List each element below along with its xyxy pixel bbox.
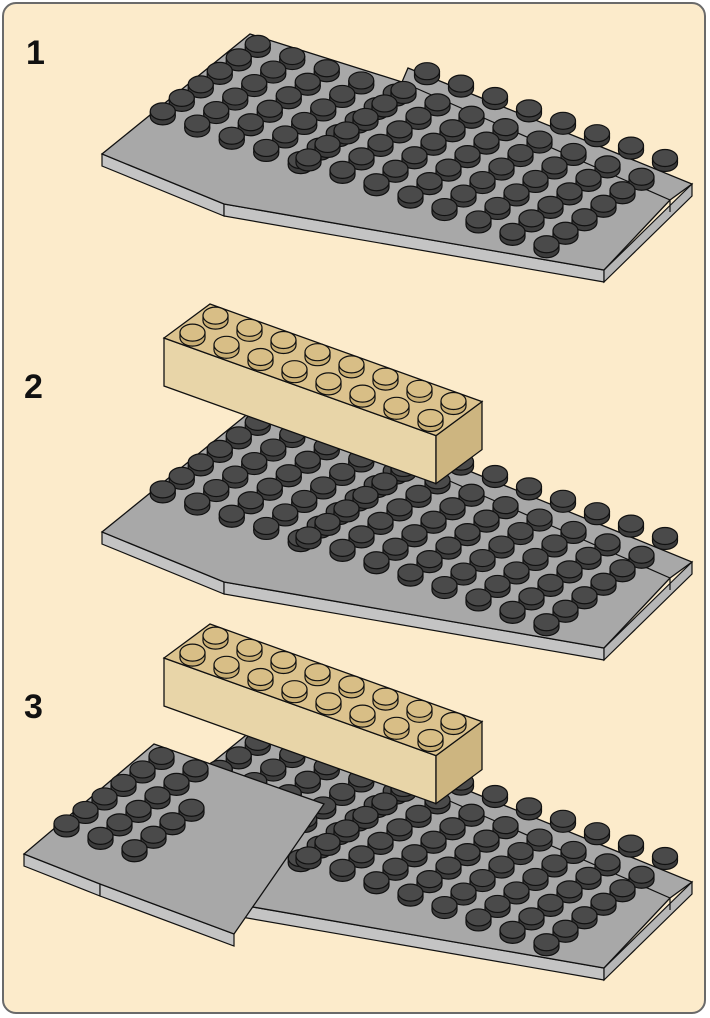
brick-stud xyxy=(418,730,443,752)
stud xyxy=(122,840,147,862)
step-3-illustration xyxy=(4,4,706,1014)
stud xyxy=(296,847,321,869)
stud xyxy=(466,909,491,931)
brick-stud xyxy=(237,639,262,661)
stud xyxy=(534,934,559,956)
brick-stud xyxy=(282,681,307,703)
brick-stud xyxy=(373,688,398,710)
stud xyxy=(432,897,457,919)
stud xyxy=(398,884,423,906)
brick-stud xyxy=(180,644,205,666)
brick-stud xyxy=(248,669,273,691)
brick-stud xyxy=(316,693,341,715)
stud xyxy=(619,835,644,857)
brick-stud xyxy=(271,652,296,674)
step-3: 3 xyxy=(4,4,706,1014)
brick-stud xyxy=(214,656,239,678)
brick-stud xyxy=(339,676,364,698)
stud xyxy=(517,798,542,820)
brick-stud xyxy=(203,627,228,649)
stud xyxy=(551,810,576,832)
stud xyxy=(500,921,525,943)
stud xyxy=(585,823,610,845)
stud xyxy=(653,848,678,870)
brick-stud xyxy=(305,664,330,686)
brick-stud xyxy=(441,713,466,735)
brick-stud xyxy=(407,700,432,722)
stud xyxy=(364,872,389,894)
brick-stud xyxy=(350,705,375,727)
stud xyxy=(330,859,355,881)
brick-stud xyxy=(384,717,409,739)
stud xyxy=(88,827,113,849)
stud xyxy=(54,815,79,837)
stud xyxy=(483,786,508,808)
